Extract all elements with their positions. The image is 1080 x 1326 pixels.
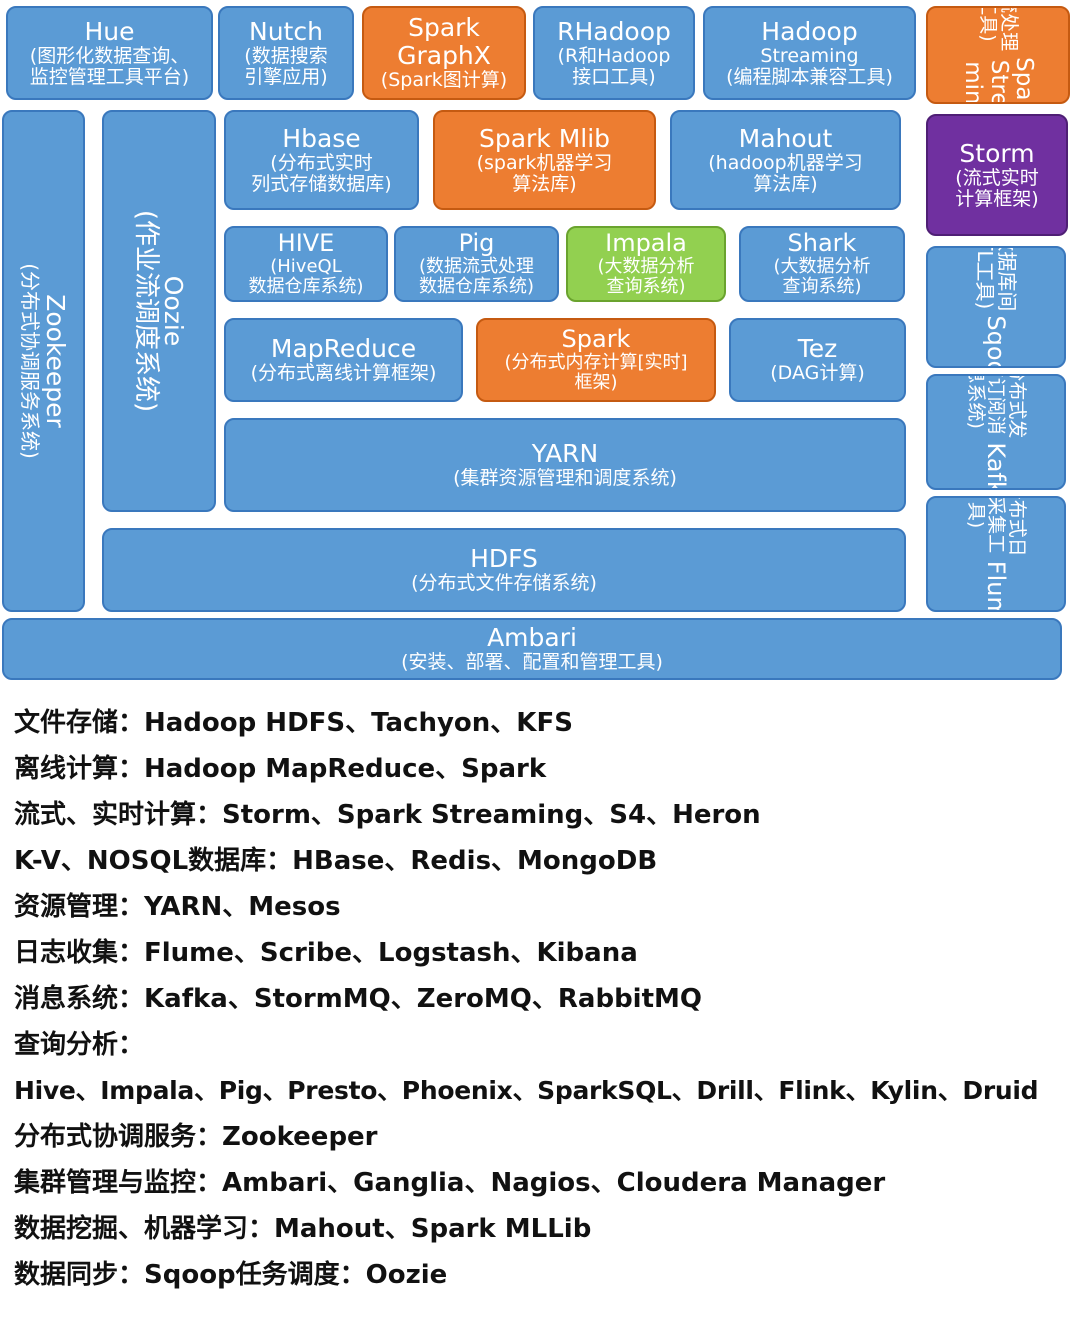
box-name: Sqoop xyxy=(982,315,1011,368)
list-item: 文件存储：Hadoop HDFS、Tachyon、KFS xyxy=(14,708,573,738)
box-impala: Impala (大数据分析 查询系统) xyxy=(566,226,726,302)
box-sqoop: (数据库间 ETL工具) Sqoop xyxy=(926,246,1066,368)
list-item: 查询分析： xyxy=(14,1030,145,1060)
box-desc: (DAG计算) xyxy=(770,362,865,385)
box-name: HDFS xyxy=(470,544,538,574)
box-nutch: Nutch (数据搜索 引擎应用) xyxy=(218,6,354,100)
box-desc: (分布式日 志采集工 具) xyxy=(964,496,1029,557)
box-desc: (流处理 工具) xyxy=(977,6,1020,52)
list-item: 消息系统：Kafka、StormMQ、ZeroMQ、RabbitMQ xyxy=(14,984,702,1014)
box-spark-streaming: (流处理 工具) Spark Strea ming xyxy=(926,6,1070,104)
box-name: Impala xyxy=(605,229,687,258)
box-desc: (大数据分析 查询系统) xyxy=(597,256,695,298)
box-rhadoop: RHadoop (R和Hadoop 接口工具) xyxy=(533,6,695,100)
box-desc: (分布式文件存储系统) xyxy=(411,572,597,595)
box-desc: (R和Hadoop 接口工具) xyxy=(557,44,671,88)
box-desc: (spark机器学习 算法库) xyxy=(476,151,613,195)
box-name: Tez xyxy=(797,334,838,364)
box-desc: (大数据分析 查询系统) xyxy=(773,256,871,298)
list-item: K-V、NOSQL数据库：HBase、Redis、MongoDB xyxy=(14,846,658,876)
box-rotated-content: (分布式日 志采集工 具) Flume xyxy=(928,498,1064,610)
box-name: Ambari xyxy=(487,623,577,653)
list-item: 集群管理与监控：Ambari、Ganglia、Nagios、Cloudera M… xyxy=(14,1168,886,1198)
box-name: Flume xyxy=(982,560,1011,612)
list-item: 资源管理：YARN、Mesos xyxy=(14,892,341,922)
box-name: Kafka xyxy=(982,442,1011,490)
box-name: HIVE xyxy=(277,229,335,258)
box-shark: Shark (大数据分析 查询系统) xyxy=(739,226,905,302)
box-desc: (安装、部署、配置和管理工具) xyxy=(401,651,663,674)
box-storm: Storm (流式实时 计算框架) xyxy=(926,114,1068,236)
box-yarn: YARN (集群资源管理和调度系统) xyxy=(224,418,906,512)
box-name: Storm xyxy=(959,138,1035,168)
box-desc: (分布式实时 列式存储数据库) xyxy=(251,151,392,195)
component-category-list: 文件存储：Hadoop HDFS、Tachyon、KFS 离线计算：Hadoop… xyxy=(14,700,1074,1298)
box-spark: Spark (分布式内存计算[实时] 框架) xyxy=(476,318,716,402)
box-rotated-content: (数据库间 ETL工具) Sqoop xyxy=(928,248,1064,366)
box-name: Zookeeper xyxy=(40,294,70,428)
list-item: 数据同步：Sqoop任务调度：Oozie xyxy=(14,1260,448,1290)
box-desc: (集群资源管理和调度系统) xyxy=(453,467,677,490)
box-name: MapReduce xyxy=(270,334,417,364)
box-name: Hbase xyxy=(282,123,361,153)
box-zookeeper: Zookeeper (分布式协调服务系统) xyxy=(2,110,85,612)
box-oozie: Oozie (作业流调度系统) xyxy=(102,110,216,512)
box-name: Oozie xyxy=(159,275,189,347)
box-name: YARN xyxy=(531,439,599,469)
list-item: Hive、Impala、Pig、Presto、Phoenix、SparkSQL、… xyxy=(14,1076,1039,1105)
box-desc: Streaming (编程脚本兼容工具) xyxy=(726,44,893,88)
box-desc: (数据流式处理 数据仓库系统) xyxy=(418,256,535,298)
box-name: Mahout xyxy=(738,123,833,153)
box-mahout: Mahout (hadoop机器学习 算法库) xyxy=(670,110,901,210)
box-spark-graphx: Spark GraphX (Spark图计算) xyxy=(362,6,526,100)
box-desc: (分布式协调服务系统) xyxy=(17,263,42,459)
list-item: 日志收集：Flume、Scribe、Logstash、Kibana xyxy=(14,938,638,968)
box-ambari: Ambari (安装、部署、配置和管理工具) xyxy=(2,618,1062,680)
box-hadoop-streaming: Hadoop Streaming (编程脚本兼容工具) xyxy=(703,6,916,100)
box-desc: (HiveQL 数据仓库系统) xyxy=(248,256,364,298)
box-name: Spark Strea ming xyxy=(960,57,1037,104)
box-desc: (分布式离线计算框架) xyxy=(250,362,437,385)
box-rotated-content: (流处理 工具) Spark Strea ming xyxy=(928,8,1068,102)
box-name: RHadoop xyxy=(557,16,671,46)
box-name: Spark xyxy=(561,325,631,354)
box-rotated-content: Oozie (作业流调度系统) xyxy=(114,121,204,501)
box-rotated-content: (分布式发 布订阅消 息系统) Kafka xyxy=(928,376,1064,488)
box-tez: Tez (DAG计算) xyxy=(729,318,906,402)
box-hbase: Hbase (分布式实时 列式存储数据库) xyxy=(224,110,419,210)
box-desc: (作业流调度系统) xyxy=(130,209,161,413)
box-rotated-content: Zookeeper (分布式协调服务系统) xyxy=(9,121,79,601)
box-name: Hadoop xyxy=(761,16,858,46)
box-name: Pig xyxy=(458,229,495,258)
box-name: Spark Mlib xyxy=(478,123,611,153)
box-name: Nutch xyxy=(249,16,323,46)
list-item: 流式、实时计算：Storm、Spark Streaming、S4、Heron xyxy=(14,800,761,830)
hadoop-ecosystem-diagram: Hue (图形化数据查询、 监控管理工具平台) Nutch (数据搜索 引擎应用… xyxy=(2,6,1070,680)
box-pig: Pig (数据流式处理 数据仓库系统) xyxy=(394,226,559,302)
box-desc: (数据库间 ETL工具) xyxy=(973,246,1019,312)
box-mapreduce: MapReduce (分布式离线计算框架) xyxy=(224,318,463,402)
box-kafka: (分布式发 布订阅消 息系统) Kafka xyxy=(926,374,1066,490)
box-flume: (分布式日 志采集工 具) Flume xyxy=(926,496,1066,612)
box-desc: (图形化数据查询、 监控管理工具平台) xyxy=(29,44,190,88)
list-item: 分布式协调服务：Zookeeper xyxy=(14,1122,378,1152)
box-name: Shark xyxy=(787,229,857,258)
box-desc: (分布式发 布订阅消 息系统) xyxy=(964,374,1029,439)
box-name: Hue xyxy=(84,16,135,46)
box-hive: HIVE (HiveQL 数据仓库系统) xyxy=(224,226,388,302)
box-hue: Hue (图形化数据查询、 监控管理工具平台) xyxy=(6,6,213,100)
box-desc: (流式实时 计算框架) xyxy=(955,166,1039,210)
box-desc: (数据搜索 引擎应用) xyxy=(244,44,328,88)
list-item: 数据挖掘、机器学习：Mahout、Spark MLLib xyxy=(14,1214,592,1244)
list-item: 离线计算：Hadoop MapReduce、Spark xyxy=(14,754,547,784)
box-desc: (hadoop机器学习 算法库) xyxy=(708,151,863,195)
box-desc: (分布式内存计算[实时] 框架) xyxy=(504,352,688,394)
box-hdfs: HDFS (分布式文件存储系统) xyxy=(102,528,906,612)
box-spark-mlib: Spark Mlib (spark机器学习 算法库) xyxy=(433,110,656,210)
box-name: Spark GraphX xyxy=(397,13,491,71)
box-desc: (Spark图计算) xyxy=(380,69,508,92)
